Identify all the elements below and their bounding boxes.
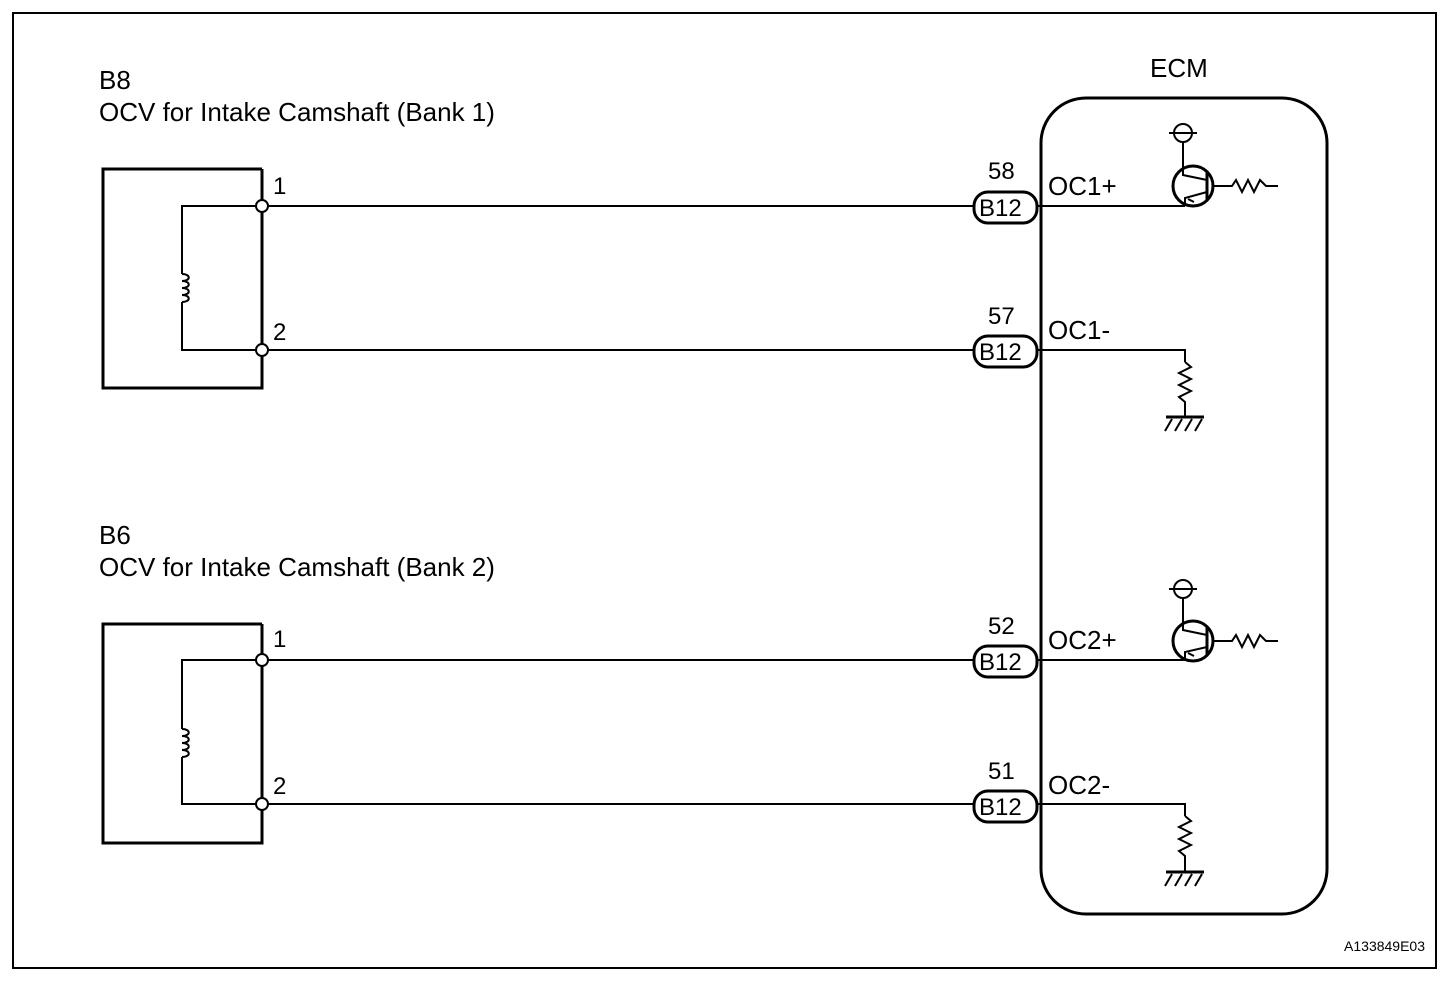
resistor-icon <box>1213 632 1278 650</box>
ecm-title: ECM <box>1150 53 1208 83</box>
transistor-icon <box>1171 619 1215 663</box>
terminal-name: OC2- <box>1048 770 1110 800</box>
resistor-icon <box>1176 815 1194 872</box>
ecm-box <box>1039 96 1329 916</box>
connector-id: B12 <box>979 794 1022 821</box>
transistor-icon <box>1171 164 1215 208</box>
power-supply-icon <box>1169 123 1197 170</box>
ground-load-oc1 <box>1164 361 1204 432</box>
component-name: OCV for Intake Camshaft (Bank 2) <box>99 552 495 582</box>
ground-icon <box>1164 415 1204 432</box>
pin-label: 2 <box>273 773 286 800</box>
connector-box <box>972 789 1039 824</box>
pin-label: 2 <box>273 319 286 346</box>
component-b6: B6 OCV for Intake Camshaft (Bank 2) 1 2 <box>99 520 495 845</box>
connector-58: 58 B12 OC1+ <box>972 158 1185 225</box>
terminal-dot <box>255 343 269 357</box>
resistor-icon <box>1176 361 1194 417</box>
component-name: OCV for Intake Camshaft (Bank 1) <box>99 97 495 127</box>
component-code: B8 <box>99 65 131 95</box>
terminal-name: OC2+ <box>1048 625 1117 655</box>
connector-pin-number: 51 <box>988 758 1015 785</box>
component-box <box>101 622 264 845</box>
figure-reference-code: A133849E03 <box>1344 938 1425 954</box>
component-box <box>101 167 264 390</box>
connector-id: B12 <box>979 649 1022 676</box>
connector-pin-number: 57 <box>988 303 1015 330</box>
coil-wire <box>181 659 262 805</box>
pin-label: 1 <box>273 626 286 653</box>
ground-icon <box>1164 870 1204 887</box>
connector-pin-number: 52 <box>988 613 1015 640</box>
resistor-icon <box>1213 177 1278 195</box>
terminal-dot <box>255 199 269 213</box>
ground-load-oc2 <box>1164 815 1204 887</box>
connector-id: B12 <box>979 339 1022 366</box>
connector-51: 51 B12 OC2- <box>972 758 1186 824</box>
component-code: B6 <box>99 520 131 550</box>
component-b8: B8 OCV for Intake Camshaft (Bank 1) 1 2 <box>99 65 495 390</box>
connector-57: 57 B12 OC1- <box>972 303 1186 369</box>
transistor-driver-oc1 <box>1169 123 1278 208</box>
connector-id: B12 <box>979 195 1022 222</box>
connector-pin-number: 58 <box>988 158 1015 185</box>
diagram-frame <box>12 12 1437 969</box>
terminal-name: OC1- <box>1048 315 1110 345</box>
connector-box <box>972 644 1039 679</box>
connector-box <box>972 190 1039 225</box>
transistor-driver-oc2 <box>1169 579 1278 663</box>
terminal-dot <box>255 653 269 667</box>
terminal-dot <box>255 797 269 811</box>
power-supply-icon <box>1169 579 1197 624</box>
terminal-name: OC1+ <box>1048 171 1117 201</box>
coil-wire <box>181 205 262 351</box>
coil-icon <box>181 273 190 303</box>
connector-box <box>972 334 1039 369</box>
coil-icon <box>181 728 190 758</box>
pin-label: 1 <box>273 173 286 200</box>
connector-52: 52 B12 OC2+ <box>972 613 1185 679</box>
